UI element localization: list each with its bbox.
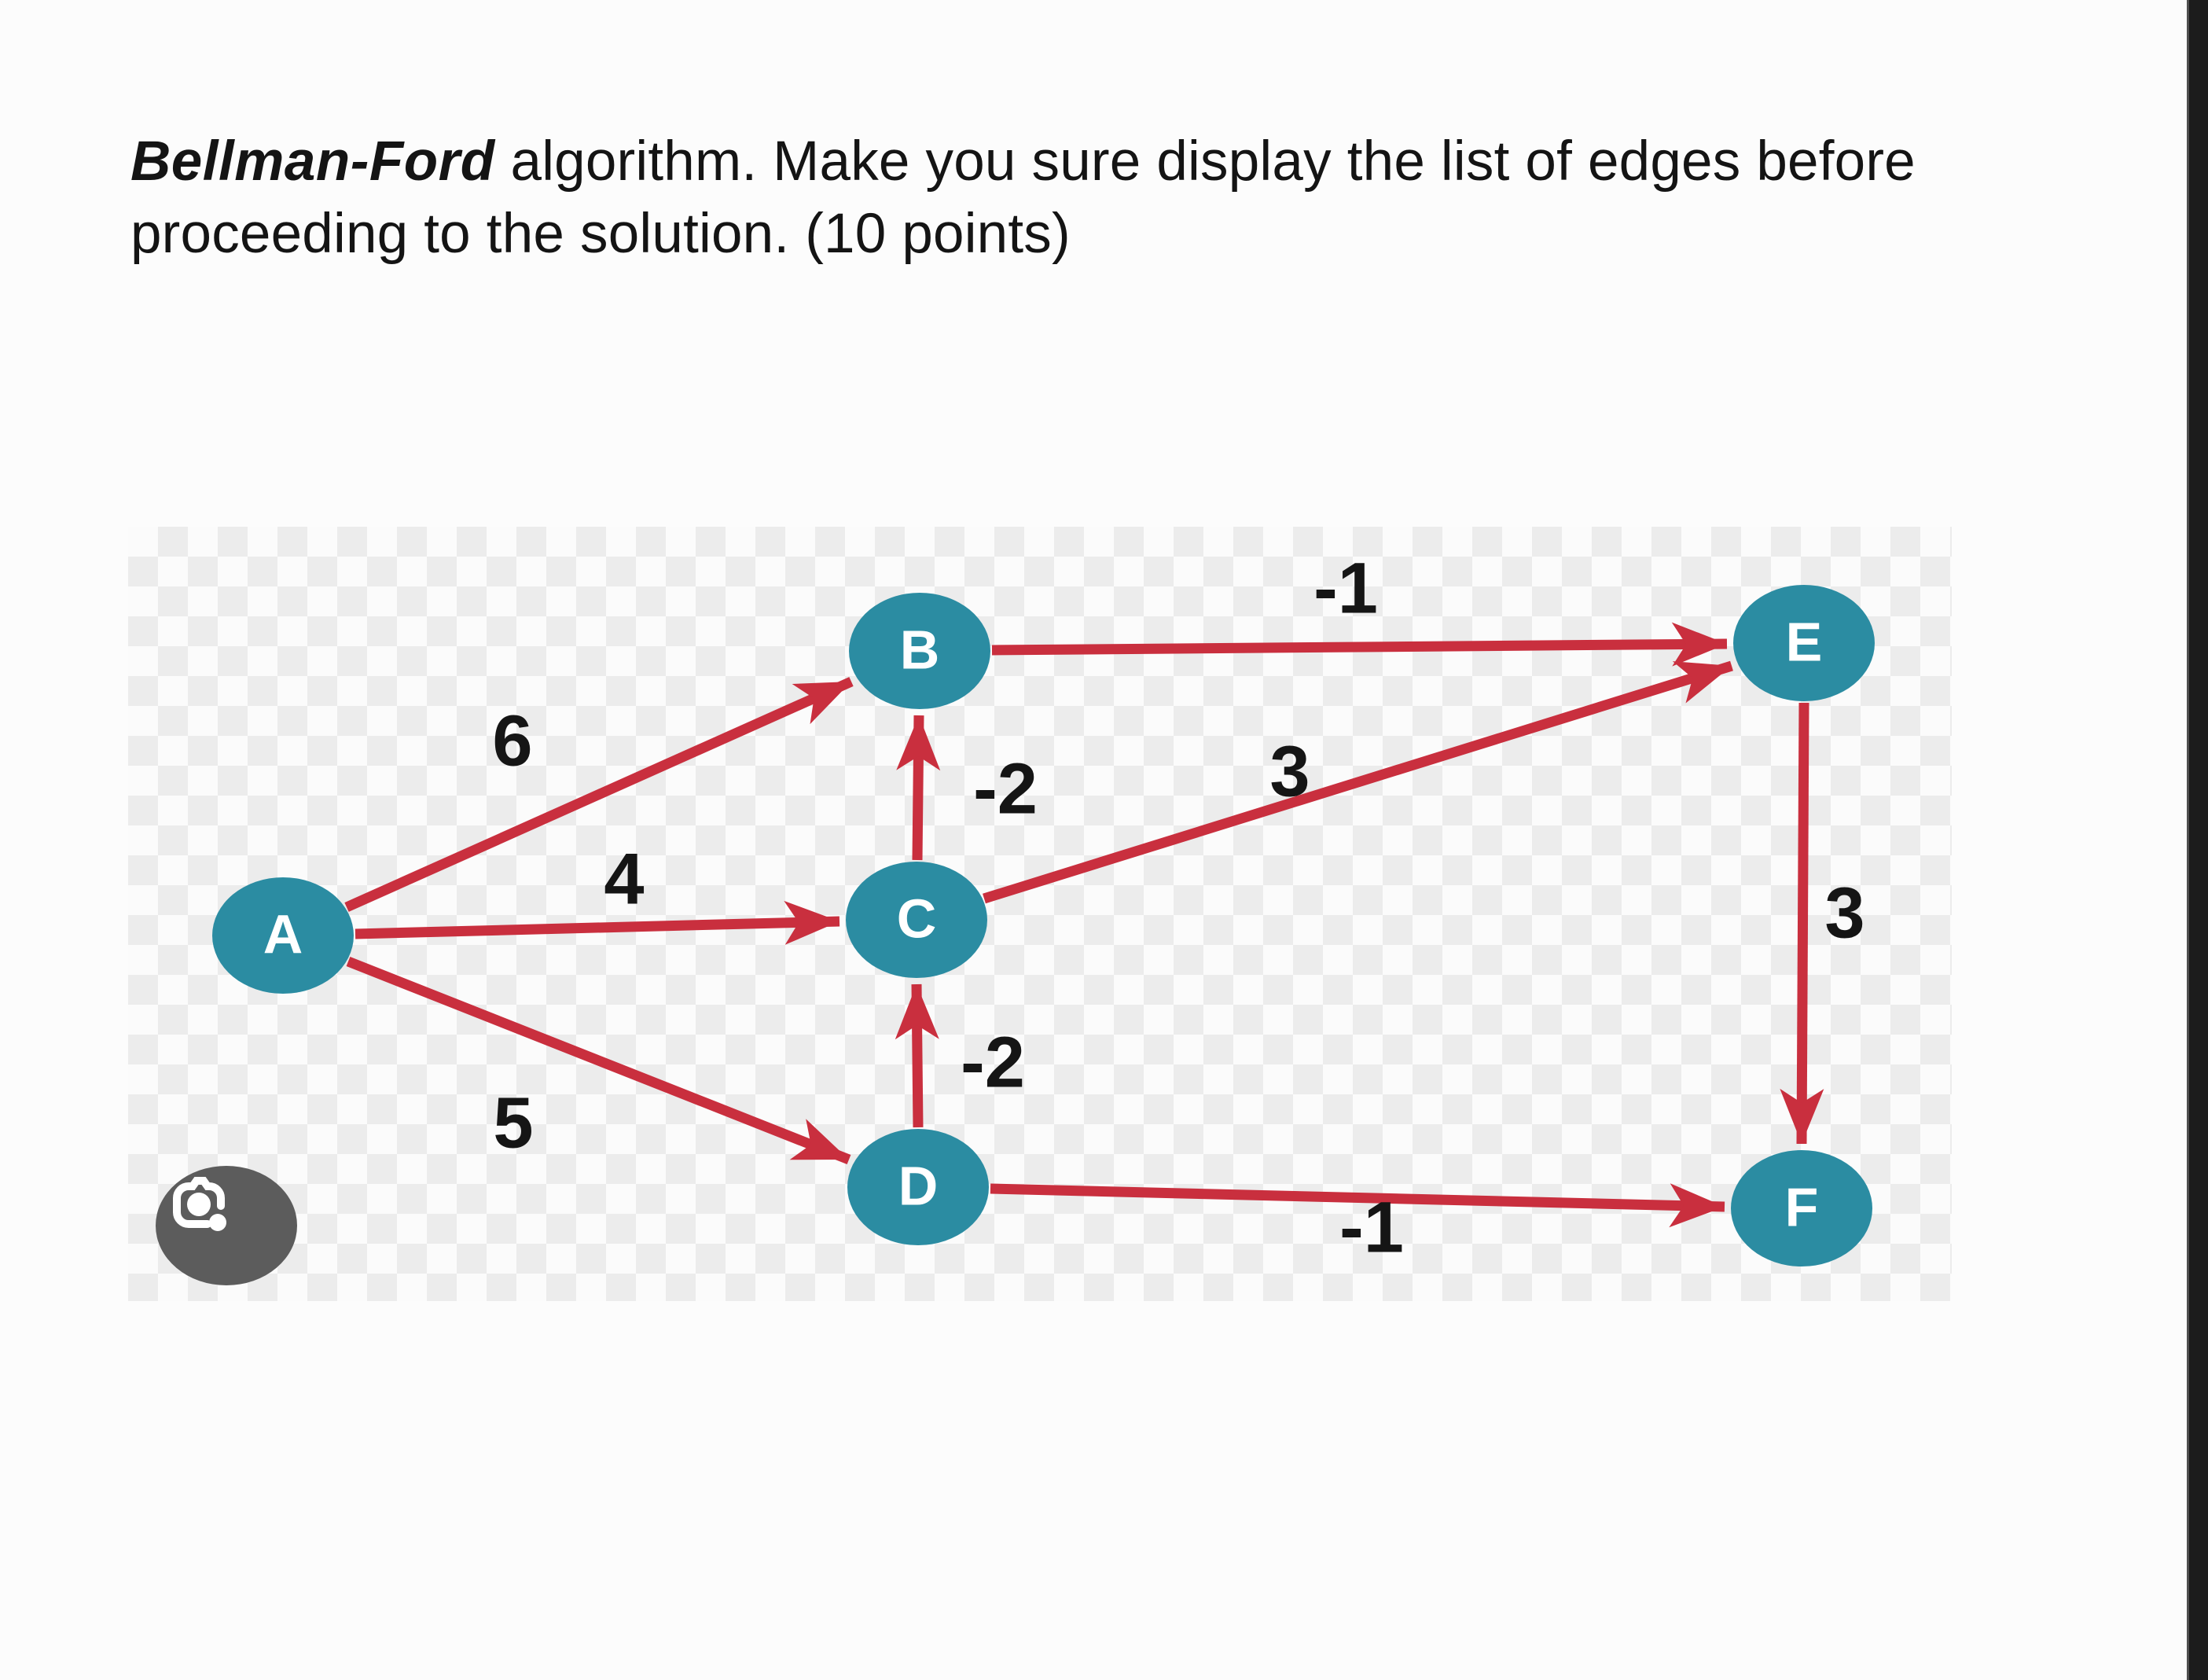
edge-d-f [990, 1183, 1725, 1228]
node-f [1731, 1150, 1872, 1266]
google-lens-button[interactable] [156, 1166, 297, 1285]
edge-weight-c-b: -2 [973, 748, 1038, 829]
edge-weight-a-d: 5 [493, 1083, 533, 1163]
node-c [846, 862, 987, 978]
node-label-a: A [263, 903, 303, 965]
edge-weight-b-e: -1 [1313, 548, 1378, 628]
edge-weight-c-e: 3 [1269, 731, 1310, 811]
edge-c-b [896, 715, 941, 861]
node-a [212, 877, 354, 994]
node-label-b: B [900, 619, 940, 680]
question-text-bold: Bellman-Ford [130, 131, 495, 193]
edge-weight-d-f: -1 [1339, 1187, 1404, 1267]
edge-weight-e-f: 3 [1824, 873, 1864, 953]
edge-a-c [355, 900, 840, 945]
node-b [849, 593, 990, 709]
edge-e-f [1780, 702, 1824, 1145]
node-e [1733, 585, 1875, 701]
node-label-f: F [1785, 1176, 1819, 1237]
screen-edge-dark-band [2187, 0, 2208, 1680]
edge-d-c [895, 983, 939, 1128]
node-label-d: D [898, 1155, 939, 1216]
node-label-c: C [897, 888, 937, 949]
question-text-rest: algorithm. Make you sure display the lis… [130, 131, 1916, 265]
lens-camera-icon [173, 1177, 226, 1231]
question-text: Bellman-Ford algorithm. Make you sure di… [130, 126, 1962, 270]
node-d [847, 1129, 989, 1245]
node-label-e: E [1786, 611, 1823, 672]
edge-a-b [344, 677, 854, 912]
edge-b-e [991, 622, 1728, 667]
edge-weight-a-b: 6 [492, 700, 532, 781]
edge-c-e [983, 660, 1733, 904]
edge-weight-d-c: -2 [961, 1022, 1025, 1102]
edge-a-d [346, 956, 851, 1165]
edge-weight-a-c: 4 [604, 839, 644, 919]
